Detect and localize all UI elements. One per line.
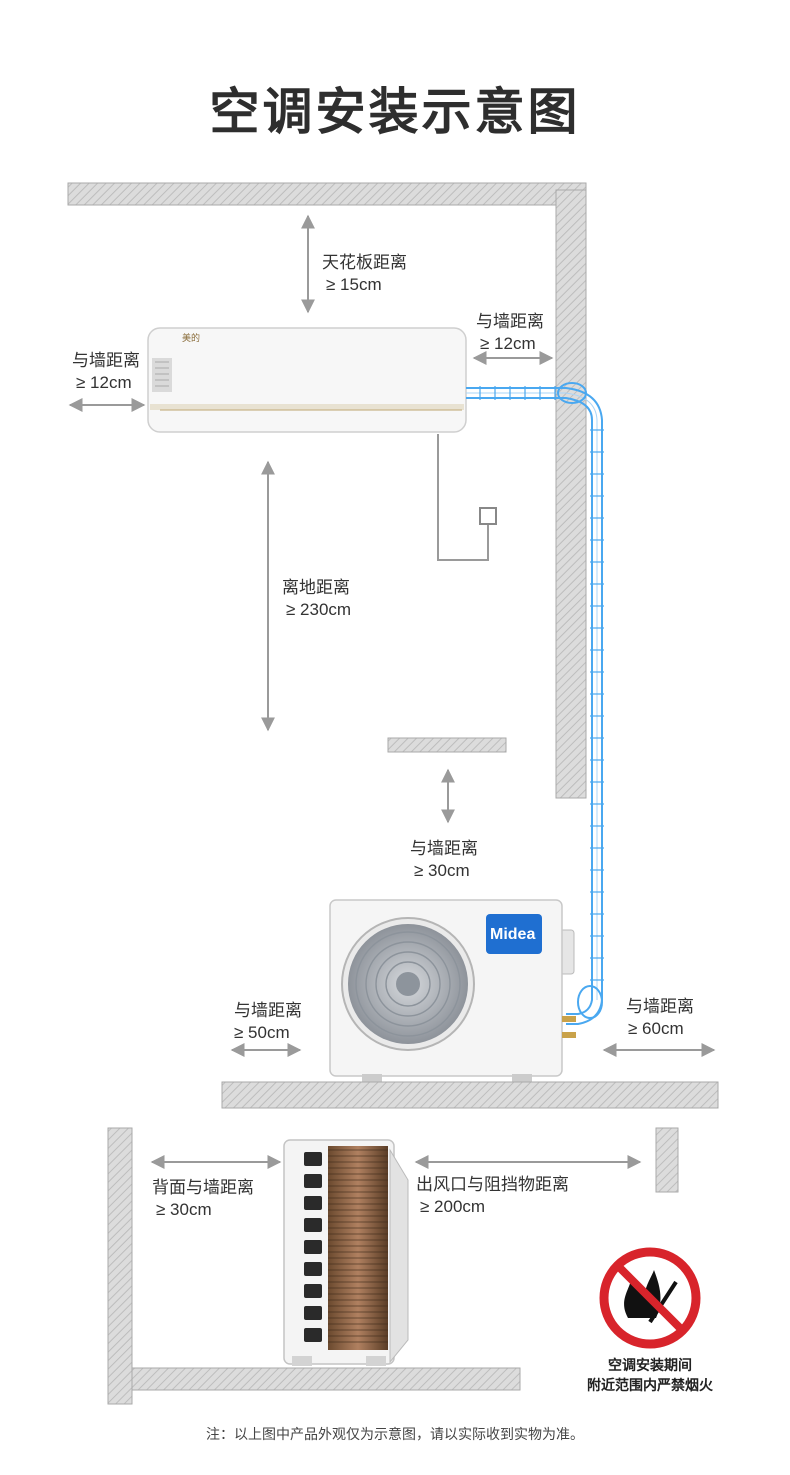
indoor-left-distance-value: ≥ 12cm <box>76 373 132 392</box>
side-back-distance-label: 背面与墙距离 <box>152 1178 254 1197</box>
side-view-back-wall <box>107 1127 133 1405</box>
obstacle-wall <box>655 1127 679 1193</box>
fire-warning-line1: 空调安装期间 <box>608 1357 692 1373</box>
fire-warning-text: 空调安装期间 附近范围内严禁烟火 <box>572 1355 728 1395</box>
side-vent-slot <box>304 1152 322 1166</box>
right-wall <box>555 189 587 799</box>
midea-logo <box>486 914 542 954</box>
pipe-ties-vertical <box>590 429 604 981</box>
indoor-unit <box>147 327 467 433</box>
pipe-outdoor-entry <box>577 985 603 1019</box>
side-outlet-distance-value: ≥ 200cm <box>420 1197 486 1216</box>
floor-distance-label: 离地距离 <box>282 578 350 597</box>
no-fire-sign-icon <box>599 1247 701 1349</box>
side-vent-slot <box>304 1196 322 1210</box>
ceiling-distance-value: ≥ 15cm <box>326 275 382 294</box>
ground-slab <box>221 1081 719 1109</box>
side-outlet-distance-label: 出风口与阻挡物距离 <box>416 1175 569 1194</box>
indoor-right-distance-label: 与墙距离 <box>476 312 544 331</box>
indoor-right-distance-value: ≥ 12cm <box>480 334 536 353</box>
indoor-brand-label: 美的 <box>182 333 201 343</box>
side-view-floor <box>131 1367 521 1391</box>
side-vent-slot <box>304 1262 322 1276</box>
indoor-left-distance-label: 与墙距离 <box>72 351 140 370</box>
side-back-distance-value: ≥ 30cm <box>156 1200 212 1219</box>
outdoor-top-distance-label: 与墙距离 <box>410 839 478 858</box>
pipe-ties <box>479 386 556 400</box>
outdoor-right-distance-label: 与墙距离 <box>626 997 694 1016</box>
footnote: 注：以上图中产品外观仅为示意图，请以实际收到实物为准。 <box>206 1426 584 1442</box>
fire-warning-line2: 附近范围内严禁烟火 <box>587 1377 713 1393</box>
drain-line <box>437 434 489 561</box>
ceiling-distance-label: 天花板距离 <box>322 253 407 272</box>
side-vent-slot <box>304 1328 322 1342</box>
side-vent-slot <box>304 1284 322 1298</box>
outdoor-left-distance-label: 与墙距离 <box>234 1001 302 1020</box>
side-vent-slot <box>304 1174 322 1188</box>
outdoor-right-distance-value: ≥ 60cm <box>628 1019 684 1038</box>
midea-brand-text: Midea <box>490 926 536 943</box>
power-socket-icon <box>479 507 497 525</box>
outdoor-top-distance-value: ≥ 30cm <box>414 861 470 880</box>
side-vent-slot <box>304 1306 322 1320</box>
side-vent-slot <box>304 1218 322 1232</box>
ceiling-wall <box>67 182 587 206</box>
refrigerant-pipe <box>466 387 603 1025</box>
floor-distance-value: ≥ 230cm <box>286 600 352 619</box>
page-title: 空调安装示意图 <box>209 83 581 141</box>
pipe-wall-entry <box>557 382 587 404</box>
upper-ledge <box>387 737 507 753</box>
side-view-unit <box>283 1139 409 1366</box>
side-vent-slot <box>304 1240 322 1254</box>
outdoor-left-distance-value: ≥ 50cm <box>234 1023 290 1042</box>
